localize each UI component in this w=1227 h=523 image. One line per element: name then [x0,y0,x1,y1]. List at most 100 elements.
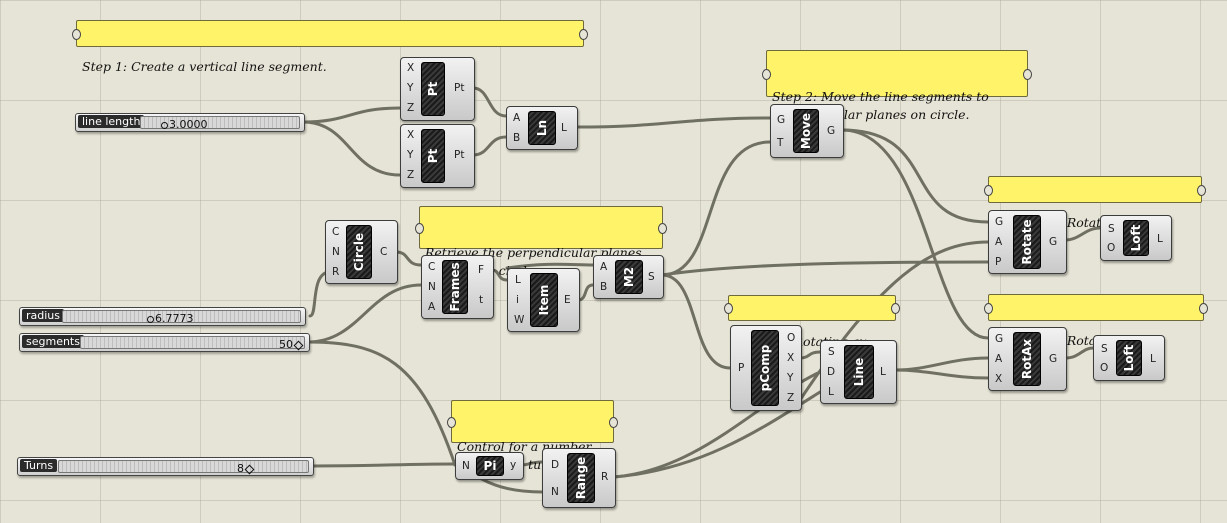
input-b[interactable]: B [600,281,608,293]
component-move[interactable]: G T Move G [770,104,844,158]
slider-knob-icon[interactable] [293,340,304,350]
output-e[interactable]: E [564,294,571,306]
input-n[interactable]: N [551,486,559,498]
panel-input-grip[interactable] [984,302,993,314]
panel-retrieve[interactable]: Retrieve the perpendicular planes of the… [415,206,667,278]
input-n[interactable]: N [462,460,470,472]
component-core[interactable]: Rotate [1013,215,1041,269]
input-r[interactable]: R [332,266,340,278]
output-z[interactable]: Z [787,392,795,404]
input-g[interactable]: G [995,333,1004,345]
component-core[interactable]: Frames [442,260,468,314]
component-rotax[interactable]: G A X RotAx G [988,327,1067,391]
component-core[interactable]: M2 [615,260,643,294]
slider-track[interactable]: 50 [80,336,305,351]
output-g[interactable]: G [827,125,836,137]
panel-output-grip[interactable] [1199,302,1208,314]
panel-input-grip[interactable] [415,222,424,234]
slider-track[interactable]: 8 [58,460,309,475]
input-a[interactable]: A [513,112,521,124]
panel-output-grip[interactable] [891,303,900,314]
output-g[interactable]: G [1049,236,1058,248]
input-a[interactable]: A [995,353,1003,365]
output-y[interactable]: y [510,459,517,471]
panel-input-grip[interactable] [72,28,81,40]
input-c[interactable]: C [428,261,436,273]
component-core[interactable]: Pi [476,456,504,476]
input-l[interactable]: L [828,386,834,398]
component-pt-1[interactable]: X Y Z Pt Pt [400,57,475,121]
panel-output-grip[interactable] [1197,184,1206,196]
input-p[interactable]: P [995,256,1002,268]
output-x[interactable]: X [787,352,795,364]
input-a[interactable]: A [600,261,608,273]
output-y[interactable]: Y [787,372,794,384]
input-g[interactable]: G [995,216,1004,228]
output-o[interactable]: O [787,332,796,344]
component-core[interactable]: Range [567,453,595,503]
component-core[interactable]: RotAx [1013,332,1041,386]
input-n[interactable]: N [332,246,340,258]
output-t[interactable]: t [479,294,484,306]
slider-radius[interactable]: radius 6.7773 [19,307,306,326]
input-b[interactable]: B [513,132,521,144]
component-ln[interactable]: A B Ln L [506,106,578,150]
output-pt[interactable]: Pt [454,149,465,161]
input-z[interactable]: Z [407,169,415,181]
output-c[interactable]: C [380,246,388,258]
component-m2[interactable]: A B M2 S [593,255,664,299]
component-core[interactable]: Pt [421,62,445,116]
panel-output-grip[interactable] [658,222,667,234]
panel-step1[interactable]: Step 1: Create a vertical line segment. [72,20,588,74]
component-loft-2[interactable]: S O Loft L [1100,215,1172,261]
input-l[interactable]: L [515,274,521,286]
input-x[interactable]: X [407,129,415,141]
output-r[interactable]: R [601,471,609,483]
component-core[interactable]: Loft [1116,340,1142,376]
component-circle[interactable]: C N R Circle C [325,220,398,284]
input-p[interactable]: P [738,362,745,374]
output-l[interactable]: L [880,366,886,378]
component-pcomp[interactable]: P pComp O X Y Z [730,325,802,411]
input-g[interactable]: G [777,114,786,126]
output-s[interactable]: S [648,271,655,283]
slider-knob-icon[interactable] [244,464,255,474]
input-y[interactable]: Y [407,149,414,161]
input-i[interactable]: i [516,294,519,306]
output-f[interactable]: F [478,264,485,276]
component-range[interactable]: D N Range R [542,448,616,508]
component-core[interactable]: pComp [751,330,779,406]
component-pi[interactable]: N Pi y [455,452,524,480]
panel-zaxis[interactable]: Z-axis as Rotating ax. [724,295,900,349]
panel-input-grip[interactable] [724,303,733,314]
slider-track[interactable]: 3.0000 [140,116,300,131]
component-item[interactable]: L i W Item E [507,268,580,332]
input-y[interactable]: Y [407,82,414,94]
slider-line-length[interactable]: line length 3.0000 [75,113,305,132]
input-x[interactable]: X [995,373,1003,385]
slider-knob-icon[interactable] [147,315,154,323]
component-core[interactable]: Line [844,345,874,399]
panel-output-grip[interactable] [609,416,618,428]
slider-knob-icon[interactable] [161,121,168,129]
panel-output-grip[interactable] [579,28,588,40]
input-a[interactable]: A [995,236,1003,248]
input-c[interactable]: C [332,226,340,238]
input-a[interactable]: A [428,301,436,313]
input-x[interactable]: X [407,62,415,74]
panel-solution2[interactable]: Solution 2: Rotate by plane [984,176,1206,230]
input-s[interactable]: S [828,346,835,358]
input-d[interactable]: D [551,459,560,471]
panel-control[interactable]: Control for a number of rotating turns(p… [447,400,618,472]
slider-turns[interactable]: Turns 8 [17,457,314,476]
output-g[interactable]: G [1049,353,1058,365]
component-rotate[interactable]: G A P Rotate G [988,210,1067,274]
input-w[interactable]: W [514,314,525,326]
panel-input-grip[interactable] [762,68,771,80]
input-z[interactable]: Z [407,102,415,114]
slider-track[interactable]: 6.7773 [62,310,301,325]
panel-input-grip[interactable] [984,184,993,196]
panel-step2[interactable]: Step 2: Move the line segments to perpen… [762,50,1032,122]
component-loft-1[interactable]: S O Loft L [1093,335,1165,381]
output-pt[interactable]: Pt [454,82,465,94]
